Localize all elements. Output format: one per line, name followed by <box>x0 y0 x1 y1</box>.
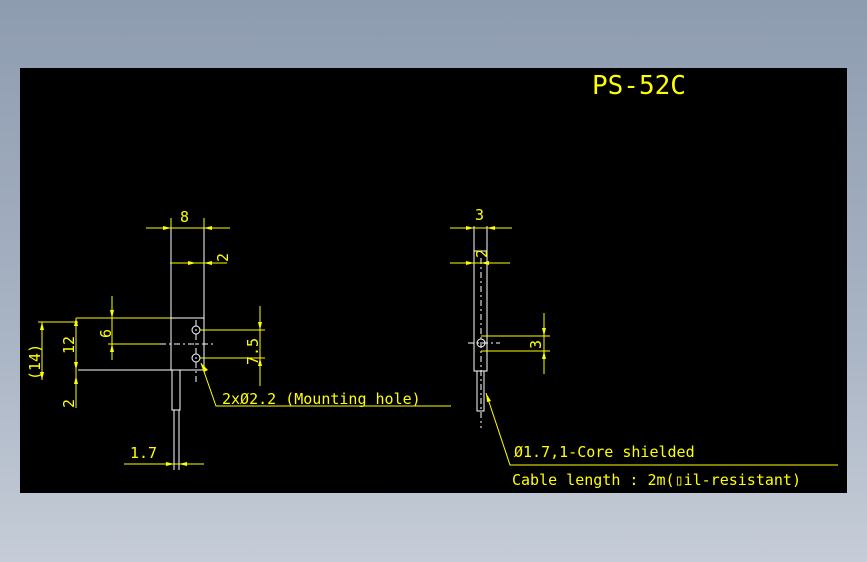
dim-hole-pitch: 7.5 <box>244 338 262 365</box>
cad-drawing-viewport[interactable]: PS-52C 8 2 (14) <box>20 68 847 493</box>
dim-hole-offset: 6 <box>97 329 115 338</box>
side-cable <box>476 370 485 412</box>
cable-note: Ø1.7,1-Core shielded <box>514 443 695 461</box>
side-dim-offset: 2 <box>473 249 491 258</box>
front-dimensions: 8 2 (14) 12 6 7.5 2 <box>26 208 451 466</box>
dim-lower: 2 <box>60 399 78 408</box>
drawing-title: PS-52C <box>592 71 686 101</box>
side-dim-thickness: 3 <box>475 206 484 224</box>
mounting-hole-callout: 2xØ2.2 (Mounting hole) <box>222 390 421 408</box>
cable-length-note: Cable length : 2m(▯il-resistant) <box>512 471 801 489</box>
side-dim-hole-height: 3 <box>527 340 545 349</box>
dim-body-height: 12 <box>60 336 78 354</box>
dim-width: 8 <box>180 208 189 226</box>
dim-cable-dia: 1.7 <box>130 444 157 462</box>
side-view <box>468 226 500 428</box>
dim-overall-height: (14) <box>26 344 44 380</box>
dim-top-offset: 2 <box>214 253 232 262</box>
side-dimensions: 3 2 3 Ø1.7,1-Core shielded Cable length … <box>450 206 838 489</box>
drawing-canvas: PS-52C 8 2 (14) <box>26 71 838 489</box>
front-cable <box>171 369 181 411</box>
